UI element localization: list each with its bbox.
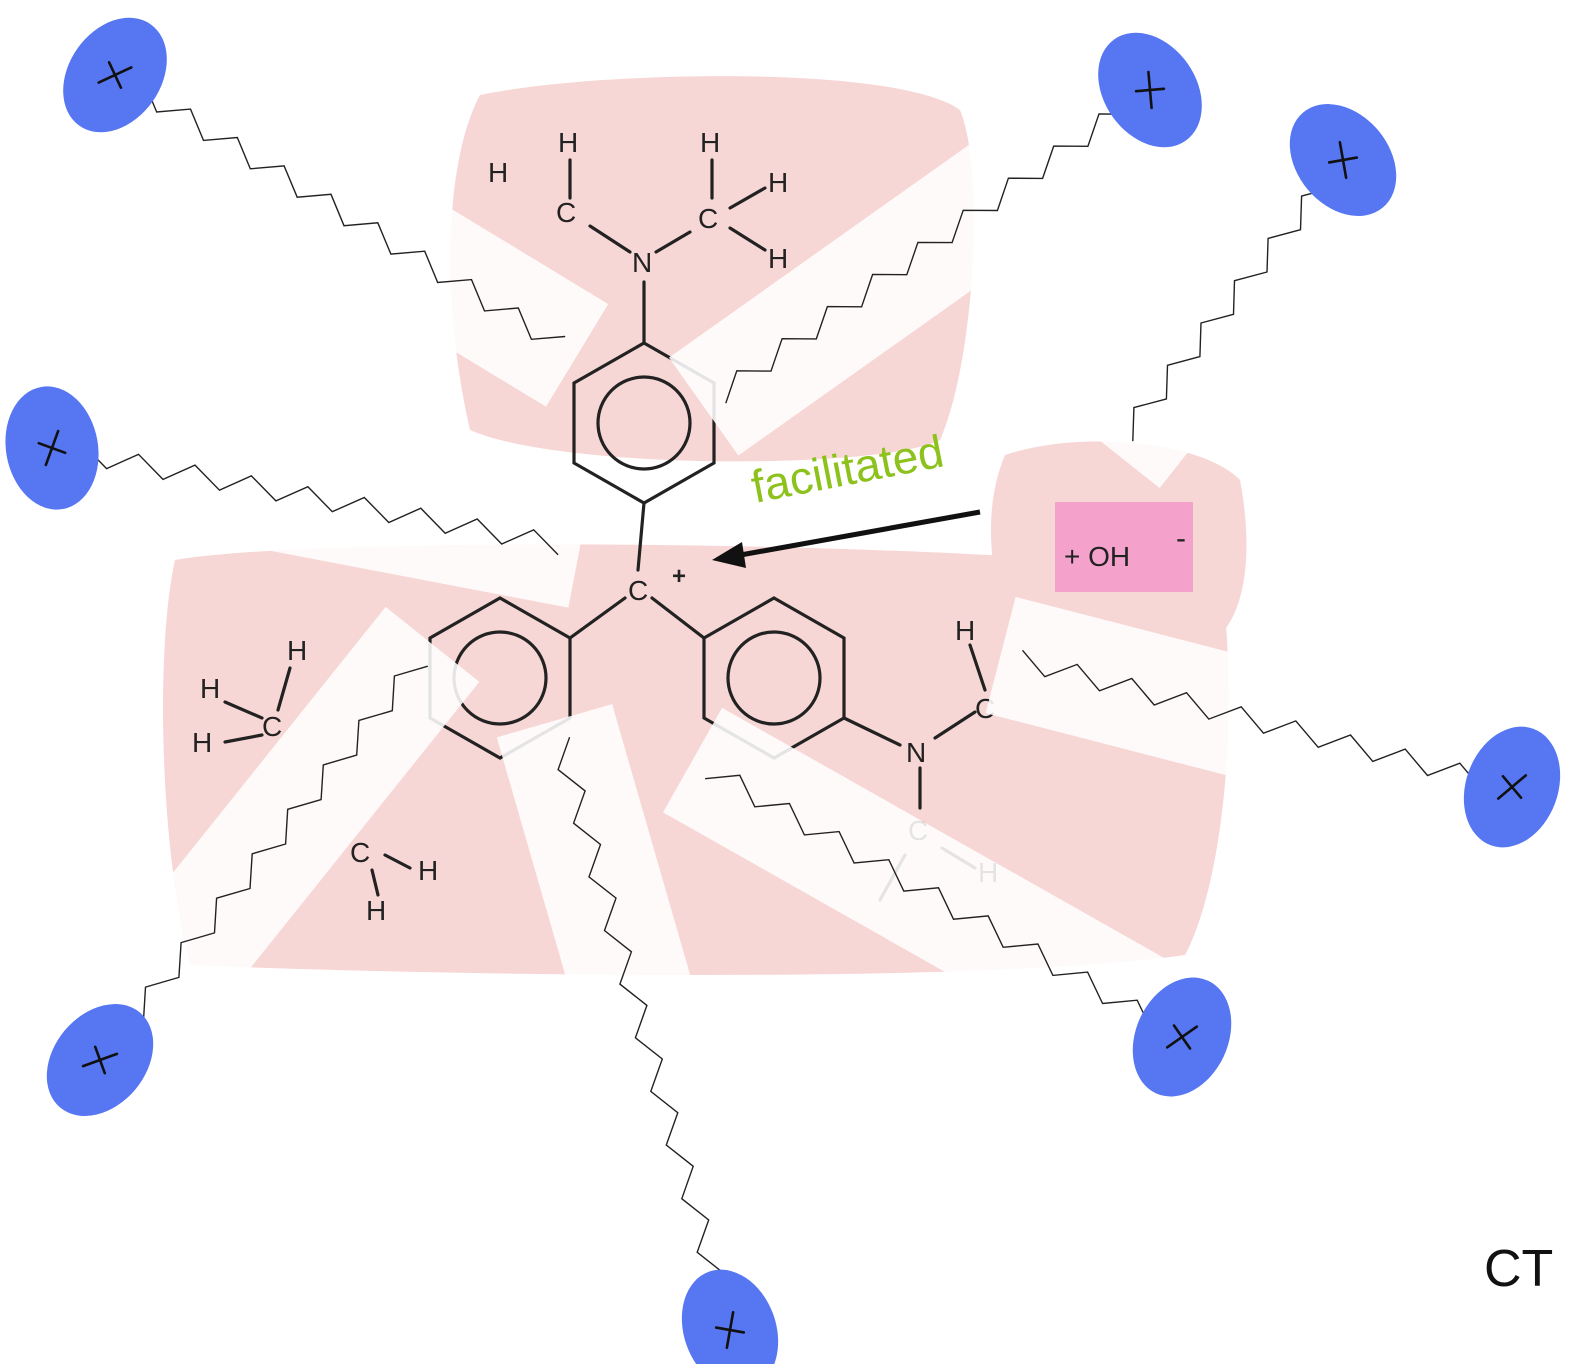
arrow-shaft: [734, 509, 981, 559]
bond-n-to-methyl-left: [588, 224, 632, 254]
surfactant-tail: [109, 79, 566, 341]
corner-label-ct: CT: [1484, 1240, 1553, 1298]
surfactant-tail: [1021, 649, 1515, 791]
atom-c: C: [350, 837, 370, 868]
atom-h: H: [768, 167, 788, 198]
surfactant-band: [985, 596, 1566, 856]
bond-left-lower-methyl-h-right: [383, 853, 412, 870]
surfactant-band: [663, 707, 1247, 1109]
atom-h: H: [768, 243, 788, 274]
atom-c: C: [556, 197, 576, 228]
carbocation-center-label: C: [628, 575, 648, 606]
ring-aromatic-circle-right: [726, 630, 822, 726]
atom-h: H: [418, 855, 438, 886]
positive-charge-icon: [81, 1045, 119, 1075]
bond-left-methyl-h-up: [276, 666, 292, 712]
atom-h: H: [558, 127, 578, 158]
bond-left-lower-methyl-h-down: [370, 868, 380, 897]
atom-h: H: [287, 635, 307, 666]
atom-n-top: N: [632, 247, 652, 278]
surfactant-tail: [725, 81, 1145, 404]
bond-methyl-h-down-right: [728, 226, 767, 252]
positive-charge-icon: [1496, 774, 1528, 800]
ring-aromatic-circle-top: [596, 375, 692, 471]
bond-left-methyl-h-left2: [223, 733, 264, 744]
surfactant-tail: [49, 442, 559, 556]
surfactant-tail: [557, 736, 741, 1328]
positive-charge-icon: [714, 1310, 746, 1350]
bond-right-methyl-h-up: [968, 643, 987, 692]
surfactant-tail: [705, 774, 1187, 1033]
positive-charge-icon: [97, 61, 133, 89]
positive-charge-icon: [37, 429, 67, 467]
atom-h: H: [200, 673, 220, 704]
reagent-label: + OH: [1064, 541, 1130, 572]
surfactant-tail: [107, 665, 428, 1067]
atom-n-right: N: [906, 737, 926, 768]
bond-n-to-methyl-right: [654, 230, 692, 254]
atom-h: H: [700, 127, 720, 158]
bond-methyl-h-right: [728, 186, 767, 210]
surfactant-tail: [1132, 153, 1336, 442]
atom-h: H: [488, 157, 508, 188]
surfactant-band: [49, 2, 609, 407]
atom-c: C: [262, 711, 282, 742]
reagent-charge: -: [1176, 522, 1186, 555]
positive-charge-icon: [1327, 140, 1359, 180]
positive-charge-icon: [1165, 1024, 1199, 1050]
bond-top-ring-to-center: [636, 501, 646, 572]
arrow-head: [712, 542, 746, 568]
atom-h: H: [955, 615, 975, 646]
carbocation-charge: +: [672, 563, 686, 590]
bond-left-methyl-h-left: [223, 700, 264, 720]
surfactant-band: [28, 606, 480, 1129]
atom-c: C: [698, 203, 718, 234]
bond-right-ring-to-nitrogen: [842, 716, 902, 747]
reaction-arrow: [712, 509, 981, 568]
atom-h: H: [366, 895, 386, 926]
surfactant-band: [1, 381, 591, 608]
atom-h: H: [192, 727, 212, 758]
bond-right-n-to-methyl-up: [933, 710, 977, 740]
surfactant-band: [496, 704, 799, 1364]
bond-center-to-left-ring: [568, 596, 627, 640]
bond-center-to-right-ring: [650, 596, 706, 640]
hydroxide-reagent: + OH -: [1055, 502, 1193, 592]
reagent-box: [1055, 502, 1193, 592]
surfactant-band: [668, 17, 1218, 456]
positive-charge-icon: [1134, 70, 1166, 110]
